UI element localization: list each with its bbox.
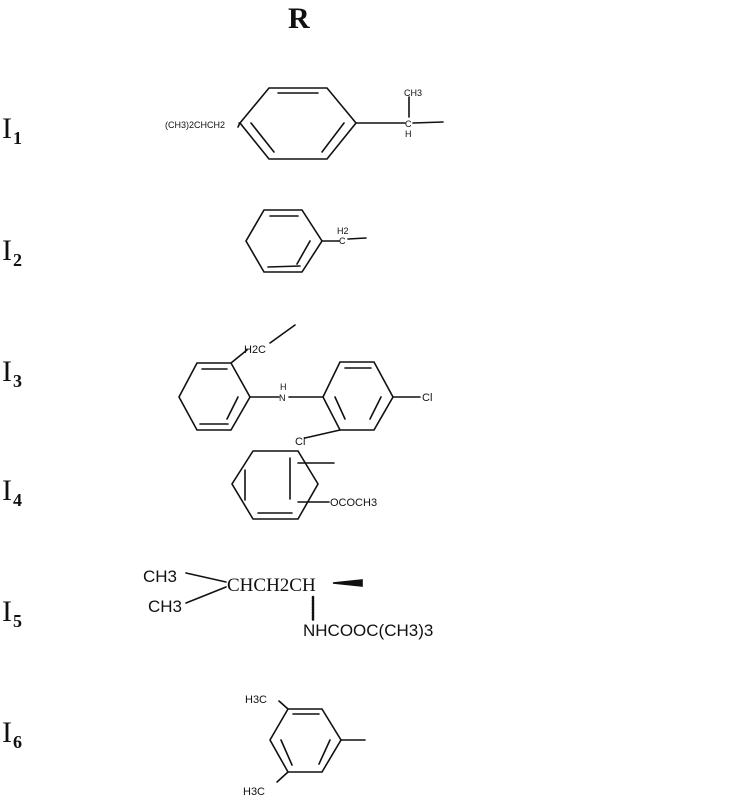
row-label-subscript: 5 <box>13 611 22 631</box>
row-label-subscript: 6 <box>13 732 22 752</box>
i3-cl-para-label: Cl <box>422 392 432 404</box>
row-label-i6: I6 <box>2 716 22 752</box>
i1-isobutyl-label: (CH3)2CHCH2 <box>165 120 225 130</box>
i1-hydrogen-label: H <box>405 129 412 139</box>
i3-ch2-label: H2C <box>244 344 266 356</box>
i5-amide-label: NHCOOC(CH3)3 <box>303 621 433 640</box>
structure-i1 <box>237 87 444 160</box>
column-header-r: R <box>288 2 310 35</box>
row-label-i4: I4 <box>2 474 22 510</box>
i6-methyl-top: H3C <box>245 694 267 706</box>
i3-nh-h-label: H <box>280 382 287 392</box>
i5-chain-label: CHCH2CH <box>227 575 316 596</box>
i5-methyl-bottom: CH3 <box>148 597 182 616</box>
row-label-letter: I <box>2 112 12 145</box>
row-label-letter: I <box>2 595 12 628</box>
row-label-letter: I <box>2 234 12 267</box>
row-label-i2: I2 <box>2 234 22 270</box>
row-label-letter: I <box>2 716 12 749</box>
structure-i4 <box>231 450 335 520</box>
i3-n-label: N <box>279 393 286 403</box>
i3-cl-ortho-label: Cl <box>295 436 305 448</box>
structure-i3 <box>178 324 421 439</box>
structure-i5 <box>185 572 363 622</box>
i1-methyl-label: CH3 <box>404 88 422 98</box>
row-label-subscript: 4 <box>13 490 22 510</box>
row-label-subscript: 1 <box>13 128 22 148</box>
row-label-i3: I3 <box>2 355 22 391</box>
i2-h2-label: H2 <box>337 226 349 236</box>
i1-carbon-label: C <box>405 119 412 129</box>
row-label-subscript: 3 <box>13 371 22 391</box>
structure-i2 <box>245 209 367 273</box>
i4-ester-label: OCOCH3 <box>330 497 377 509</box>
row-label-letter: I <box>2 355 12 388</box>
row-label-subscript: 2 <box>13 250 22 270</box>
i2-carbon-label: C <box>339 236 346 246</box>
row-label-i1: I1 <box>2 112 22 148</box>
i6-methyl-bottom: H3C <box>243 786 265 798</box>
i5-methyl-top: CH3 <box>143 567 177 586</box>
structure-i6 <box>269 700 366 783</box>
row-label-i5: I5 <box>2 595 22 631</box>
row-label-letter: I <box>2 474 12 507</box>
